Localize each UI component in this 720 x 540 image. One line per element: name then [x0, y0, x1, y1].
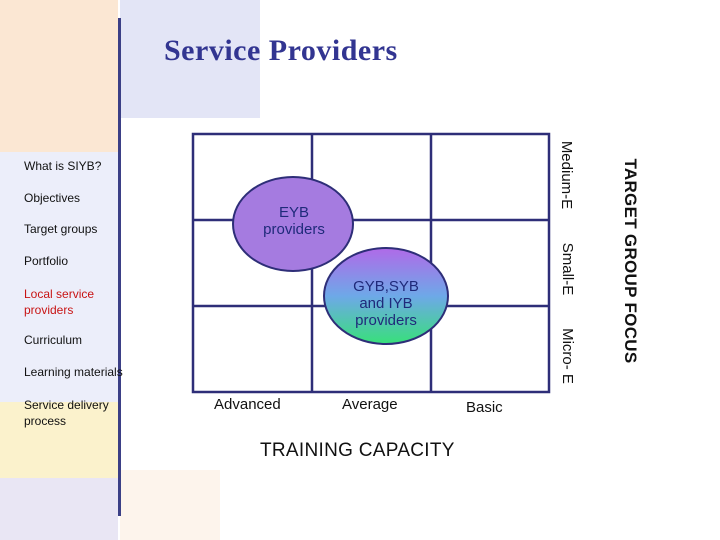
y-label-micro-e: Micro- E — [559, 328, 576, 384]
menu-item-curriculum[interactable]: Curriculum — [24, 333, 83, 347]
gyb-providers-label: GYB,SYB and IYB providers — [336, 278, 436, 329]
eyb-label-line: providers — [263, 221, 325, 238]
y-label-small-e: Small-E — [559, 242, 576, 296]
grid-frame — [191, 132, 551, 394]
menu-item-target-groups[interactable]: Target groups — [24, 222, 98, 236]
x-axis-title: TRAINING CAPACITY — [260, 440, 455, 461]
divider-line — [118, 18, 121, 516]
background-block — [120, 0, 260, 118]
gyb-label-line: and IYB — [359, 295, 413, 312]
x-label-average: Average — [342, 396, 398, 413]
background-block — [0, 478, 118, 540]
menu-item-local-service-providers[interactable]: Local service providers — [24, 287, 95, 317]
eyb-label-line: EYB — [278, 204, 309, 221]
background-block — [0, 152, 118, 402]
background-block — [0, 0, 118, 152]
background-block — [120, 470, 220, 540]
x-label-basic: Basic — [466, 399, 503, 416]
y-axis-title: TARGET GROUP FOCUS — [621, 158, 640, 364]
menu-item-portfolio[interactable]: Portfolio — [24, 254, 69, 268]
menu-item-learning-materials[interactable]: Learning materials — [24, 365, 123, 379]
eyb-providers-ellipse — [232, 176, 354, 272]
menu-item-service-delivery-process[interactable]: Service delivery process — [24, 398, 109, 428]
page-title: Service Providers — [164, 34, 398, 67]
gyb-syb-iyb-providers-ellipse — [323, 247, 449, 345]
y-label-medium-e: Medium-E — [558, 140, 575, 210]
menu-item-what-is-siyb[interactable]: What is SIYB? — [24, 159, 102, 173]
gyb-label-line: GYB,SYB — [353, 278, 419, 295]
x-label-advanced: Advanced — [214, 396, 281, 413]
eyb-providers-label: EYB providers — [244, 204, 344, 238]
menu-item-objectives[interactable]: Objectives — [24, 191, 81, 205]
gyb-label-line: providers — [355, 312, 417, 329]
